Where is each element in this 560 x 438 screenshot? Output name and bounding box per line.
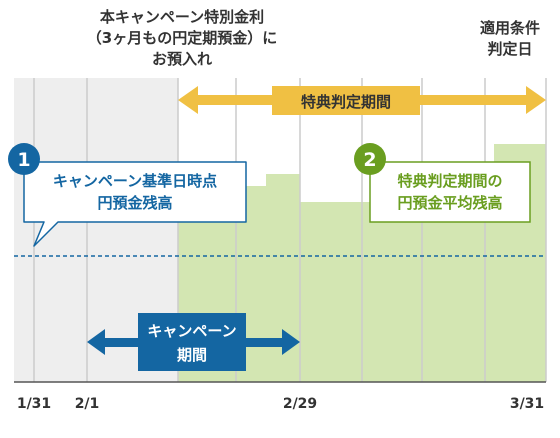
judgment-period-label: 特典判定期間 [301,93,391,111]
balance-step-4 [300,202,370,382]
condition-date-line-1: 適用条件 [479,19,540,37]
judgment-period-arrow [178,86,546,115]
callout-1-badge [8,143,40,175]
tick-label-2-29: 2/29 [283,396,317,412]
condition-date-line-2: 判定日 [487,40,533,58]
campaign-arrow-label-box [138,313,246,371]
campaign-period-label-2: 期間 [177,346,207,364]
judgment-arrow-label-box [272,86,420,115]
judgment-arrow-head-right [526,86,546,114]
campaign-period-label-1: キャンペーン [147,322,236,340]
special-rate-label: 本キャンペーン特別金利 （3ヶ月もの円定期預金）に お預入れ [72,7,292,70]
callout-2-line-1: 特典判定期間の [397,172,503,190]
tick-label-3-31: 3/31 [510,396,544,412]
callout-1-number: 1 [17,149,30,171]
condition-date-label: 適用条件 判定日 [465,18,555,60]
callout-1-line-1: キャンペーン基準日時点 [52,172,218,190]
callout-2-number: 2 [363,149,376,171]
callout-1-box [23,161,247,247]
callout-1-text: キャンペーン基準日時点 円預金残高 [30,170,240,214]
tick-label-2-1: 2/1 [75,396,100,412]
campaign-arrow-head-right [282,329,300,355]
special-rate-line-3: お預入れ [151,50,212,68]
callout-2-badge [354,143,386,175]
campaign-period-arrow [87,313,300,371]
campaign-arrow-head-left [87,329,105,355]
balance-step-5 [370,194,494,382]
special-rate-line-2: （3ヶ月もの円定期預金）に [86,29,278,47]
callout-2-box [369,161,531,223]
special-rate-line-1: 本キャンペーン特別金利 [99,8,265,26]
callout-2-line-2: 円預金平均残高 [397,194,503,212]
callout-2-text: 特典判定期間の 円預金平均残高 [372,170,528,214]
grid-lines [33,78,547,382]
tick-label-1-31: 1/31 [17,396,51,412]
judgment-arrow-head-left [178,86,198,114]
callout-1-line-2: 円預金残高 [97,194,173,212]
